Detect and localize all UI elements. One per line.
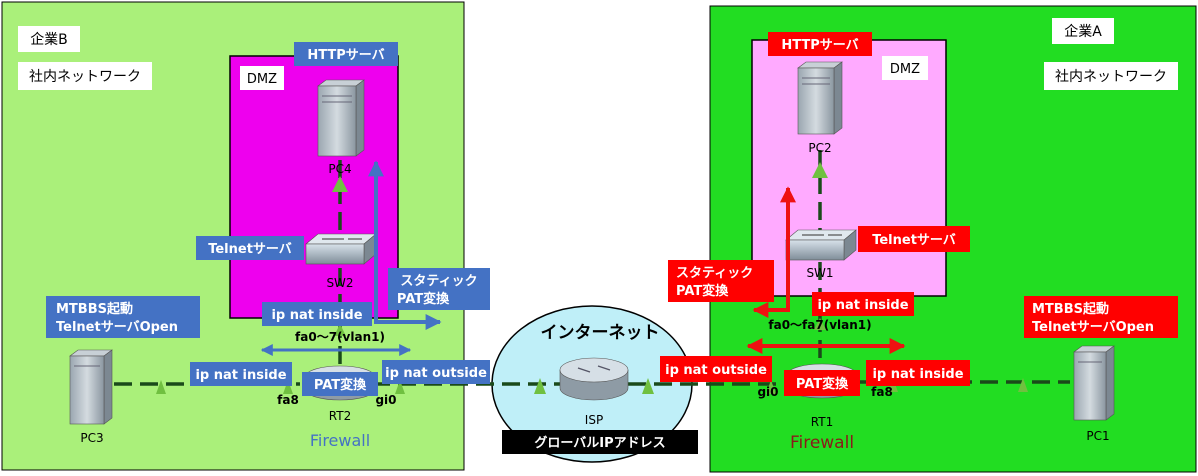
link-marker (283, 380, 293, 394)
pc4-label: PC4 (328, 162, 351, 176)
link-marker (1018, 378, 1028, 392)
link-marker (156, 380, 166, 394)
pc2-label: PC2 (808, 141, 831, 155)
link-marker (642, 378, 654, 394)
rt2-firewall-label: Firewall (310, 431, 370, 450)
pc4-server-icon (317, 79, 365, 157)
rt1-firewall-label: Firewall (790, 433, 854, 453)
company-b-dmz-label-box (240, 66, 284, 90)
company-b-static-pat-1: スタティック (400, 274, 477, 289)
company-b-nat-inside-top: ip nat inside (271, 308, 362, 323)
company-b-http-label: HTTPサーバ (307, 48, 384, 63)
link-marker (766, 380, 776, 394)
pc3-server-icon (69, 349, 113, 425)
company-a-dmz-label: DMZ (890, 62, 920, 77)
company-b-nat-inside-top-box (262, 302, 372, 326)
rt2-label: RT2 (329, 409, 351, 423)
company-b-nat-inside-left-box (190, 362, 292, 386)
link-marker (814, 318, 826, 330)
company-b-http-label-box (294, 42, 398, 66)
company-a-network: 社内ネットワーク (1055, 69, 1167, 85)
company-a-pat-box (784, 370, 860, 396)
company-a-gi0-label: gi0 (757, 385, 778, 399)
sw2-label: SW2 (326, 276, 353, 290)
company-a-nat-inside-right-box (866, 360, 970, 386)
company-b-dmz-zone (229, 55, 399, 319)
global-ip-box (502, 430, 698, 454)
sw2-switch-icon (305, 233, 377, 265)
company-b-telnet-label-box (196, 236, 304, 260)
company-a-mtbbs-box (1024, 296, 1178, 338)
company-a-fa8-label: fa8 (871, 385, 893, 399)
link-marker (332, 176, 348, 192)
company-b-pat-box (302, 372, 378, 396)
sw1-switch-icon (785, 229, 857, 261)
isp-router-icon (559, 357, 629, 401)
link-markers (156, 162, 1028, 394)
company-a-telnet-label-box (858, 226, 970, 252)
link-marker (395, 380, 405, 394)
company-a-network-box (1044, 62, 1178, 90)
company-b-network: 社内ネットワーク (29, 69, 141, 85)
internet-title: インターネット (541, 323, 660, 343)
company-a-http-label-box (768, 32, 872, 56)
company-a-static-pat-box (668, 260, 774, 302)
company-b-pat-label: PAT変換 (314, 377, 367, 393)
company-b-nat-outside: ip nat outside (385, 366, 487, 381)
company-a-static-pat-1: スタティック (676, 266, 753, 281)
link-marker (534, 378, 546, 394)
company-a-mtbbs-2: TelnetサーバOpen (1032, 320, 1154, 335)
pc2-server-icon (797, 61, 843, 135)
company-b-mtbbs-box (46, 296, 200, 338)
company-a-vlan-label: fa0～fa7(vlan1) (768, 318, 871, 332)
global-ip-label: グローバルIPアドレス (534, 435, 665, 451)
company-a-nat-inside-right: ip nat inside (872, 367, 963, 382)
company-b-nat-inside-left: ip nat inside (195, 368, 286, 383)
company-b-gi0-label: gi0 (375, 393, 396, 407)
company-b-static-pat-arrow (368, 160, 442, 330)
company-b-network-box (18, 62, 152, 90)
pc1-server-icon (1073, 345, 1115, 421)
company-a-static-pat-arrow (752, 186, 796, 318)
rt1-label: RT1 (811, 415, 833, 429)
company-a-http-label: HTTPサーバ (781, 38, 858, 53)
company-a-nat-inside-top: ip nat inside (817, 298, 908, 313)
company-a-nat-inside-top-box (812, 292, 914, 316)
sw1-label: SW1 (806, 266, 833, 280)
link-marker (812, 162, 828, 178)
company-b-mtbbs-2: TelnetサーバOpen (56, 320, 178, 335)
company-a-pat-label: PAT変換 (796, 376, 849, 392)
company-b-fa8-label: fa8 (277, 393, 299, 407)
pc1-label: PC1 (1086, 429, 1109, 443)
company-b-static-pat-box (388, 268, 490, 310)
link-marker (334, 324, 346, 336)
company-b-dmz-label: DMZ (247, 72, 277, 87)
company-b-nat-outside-box (382, 360, 490, 384)
company-a-static-pat-2: PAT変換 (676, 283, 729, 299)
company-a-nat-outside: ip nat outside (665, 363, 767, 378)
company-b-vlan-label: fa0～7(vlan1) (295, 330, 385, 344)
company-b-telnet-label: Telnetサーバ (208, 242, 292, 257)
company-a-mtbbs-1: MTBBS起動 (1032, 301, 1109, 317)
company-b-static-pat-2: PAT変換 (397, 291, 450, 307)
company-a-dmz-label-box (882, 56, 928, 80)
isp-label: ISP (585, 413, 603, 427)
company-a-telnet-label: Telnetサーバ (872, 233, 956, 248)
company-b-name: 企業B (30, 31, 68, 48)
company-a-name: 企業A (1064, 23, 1102, 40)
pc3-label: PC3 (80, 431, 103, 445)
company-a-name-box (1052, 18, 1114, 44)
company-a-nat-outside-box (660, 356, 772, 382)
company-b-mtbbs-1: MTBBS起動 (56, 301, 133, 317)
company-b-name-box (18, 26, 80, 52)
